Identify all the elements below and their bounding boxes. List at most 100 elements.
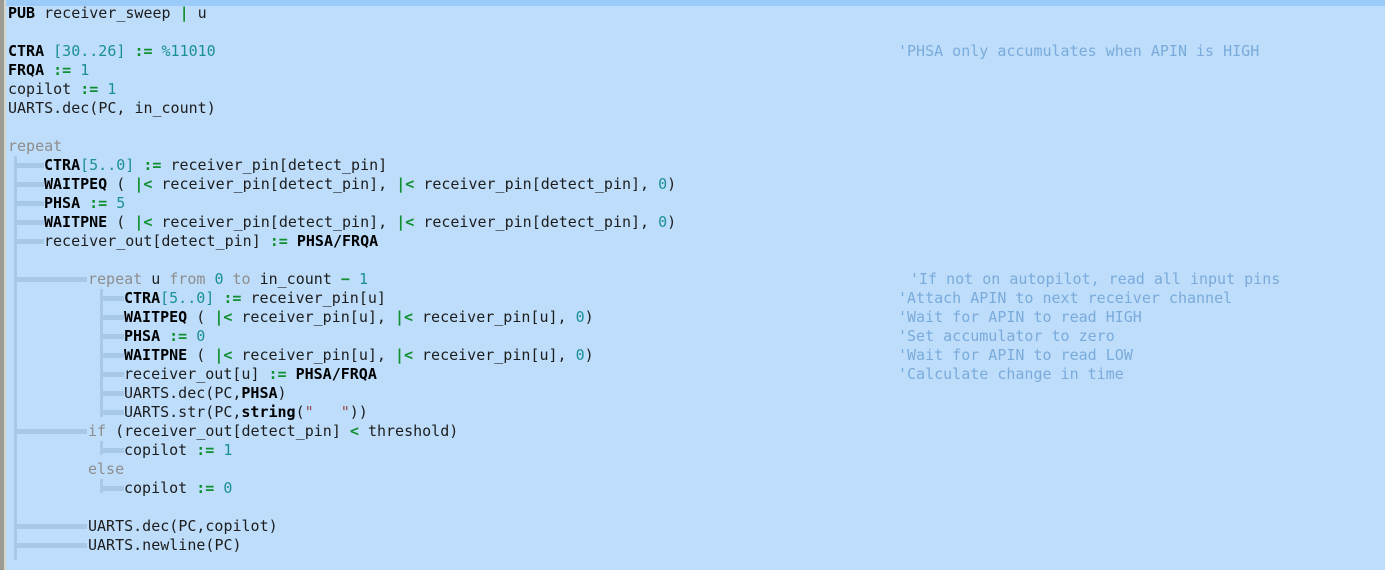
token-local-var: u [197,4,207,22]
token-number: 0 [575,346,585,364]
code-line[interactable]: receiver_out[detect_pin] := PHSA/FRQA [44,232,379,250]
token-string-literal: " " [304,403,350,421]
code-line[interactable]: receiver_out[u] := PHSA/FRQA [124,365,377,383]
token-assign: := [268,365,287,383]
code-line[interactable]: repeat [0,137,62,156]
token-detect-pin: detect_pin [278,175,370,193]
token-copilot: copilot [8,80,72,98]
code-line[interactable]: FRQA := 1 [0,61,89,80]
token-decode: |< [214,346,233,364]
code-line[interactable]: WAITPEQ ( |< receiver_pin[u], |< receive… [124,308,594,326]
code-line[interactable]: if (receiver_out[detect_pin] < threshold… [88,422,459,440]
token-receiver-pin: receiver_pin [422,346,531,364]
token-pc: PC [178,517,197,535]
code-line[interactable]: PHSA := 5 [0,194,125,213]
token-number: 1 [358,270,368,288]
token-decode: |< [396,175,415,193]
token-receiver-pin: receiver_pin [241,308,350,326]
token-assign: := [269,232,288,250]
code-line[interactable]: UARTS.str(PC,string(" ")) [124,403,368,421]
token-bitfield: [5..0] [80,156,135,174]
token-uarts: UARTS [124,403,170,421]
code-line[interactable]: UARTS.dec(PC, in_count) [8,99,216,117]
code-line[interactable]: copilot := 1 [0,80,116,99]
token-number: 1 [80,61,90,79]
token-number: 0 [196,327,206,345]
token-number: 0 [658,213,668,231]
code-line[interactable]: PUB receiver_sweep | u [0,4,207,23]
token-receiver-pin: receiver_pin [241,346,350,364]
token-phsa-frqa: PHSA/FRQA [295,365,377,383]
token-decode: |< [396,213,415,231]
token-detect-pin: detect_pin [540,175,632,193]
code-line[interactable]: CTRA[5..0] := receiver_pin[detect_pin] [44,156,388,174]
token-binary-literal: %11010 [161,42,216,60]
token-decode: |< [214,308,233,326]
token-from: from [169,270,206,288]
token-loop-var: u [367,289,377,307]
token-loop-var: u [539,308,549,326]
token-waitpeq: WAITPEQ [124,308,188,326]
token-loop-var: u [241,365,251,383]
token-receiver-pin: receiver_pin [161,213,270,231]
token-pc: PC [214,403,233,421]
token-waitpne: WAITPNE [124,346,188,364]
token-receiver-pin: receiver_pin [170,156,279,174]
code-line[interactable]: else [0,460,124,479]
code-line[interactable]: CTRA[5..0] := receiver_pin[u] [124,289,386,307]
code-line[interactable]: UARTS.dec(PC,PHSA) [124,384,287,402]
token-number: 0 [214,270,224,288]
code-comment: 'If not on autopilot, read all input pin… [910,270,1281,288]
token-decode: |< [134,175,153,193]
token-receiver-pin: receiver_pin [250,289,359,307]
token-frqa: FRQA [8,61,45,79]
token-receiver-pin: receiver_pin [423,213,532,231]
token-repeat: repeat [88,270,143,288]
token-receiver-out: receiver_out [124,365,233,383]
token-assign: := [134,42,153,60]
token-receiver-pin: receiver_pin [161,175,270,193]
token-assign: := [196,441,215,459]
token-number: 5 [116,194,126,212]
code-line[interactable]: CTRA [30..26] := %11010 [0,42,216,61]
code-comment: 'Set accumulator to zero [898,327,1115,345]
token-bitfield: [30..26] [53,42,126,60]
token-receiver-out: receiver_out [124,422,233,440]
token-number: 1 [223,441,233,459]
token-receiver-pin: receiver_pin [423,175,532,193]
code-line[interactable]: PHSA := 0 [0,327,205,346]
token-number: 0 [575,308,585,326]
token-assign: := [89,194,108,212]
token-assign: := [223,289,242,307]
code-line[interactable]: repeat u from 0 to in_count − 1 [0,270,368,289]
token-phsa-frqa: PHSA/FRQA [296,232,379,250]
editor-left-gutter [0,0,4,570]
token-decode: |< [134,213,153,231]
code-line[interactable]: WAITPNE ( |< receiver_pin[detect_pin], |… [44,213,677,231]
code-line[interactable]: copilot := 1 [0,441,232,460]
code-line[interactable]: WAITPNE ( |< receiver_pin[u], |< receive… [124,346,594,364]
token-ctra: CTRA [8,42,45,60]
code-line[interactable]: UARTS.dec(PC,copilot) [88,517,278,535]
token-phsa: PHSA [124,327,161,345]
token-loop-var: u [539,346,549,364]
token-copilot: copilot [124,479,188,497]
token-decode: |< [394,346,413,364]
token-assign: := [143,156,162,174]
token-detect-pin: detect_pin [540,213,632,231]
token-else: else [88,460,125,478]
token-copilot: copilot [205,517,269,535]
code-line[interactable]: WAITPEQ ( |< receiver_pin[detect_pin], |… [44,175,677,193]
token-assign: := [169,327,188,345]
token-phsa: PHSA [241,384,278,402]
token-string-keyword: string [241,403,296,421]
token-ctra: CTRA [124,289,161,307]
token-bitfield: [5..0] [160,289,215,307]
code-line[interactable]: copilot := 0 [0,479,232,498]
token-pipe: | [179,4,189,22]
token-pc: PC [214,384,233,402]
code-line[interactable]: UARTS.newline(PC) [88,536,242,554]
token-uarts: UARTS [88,517,134,535]
